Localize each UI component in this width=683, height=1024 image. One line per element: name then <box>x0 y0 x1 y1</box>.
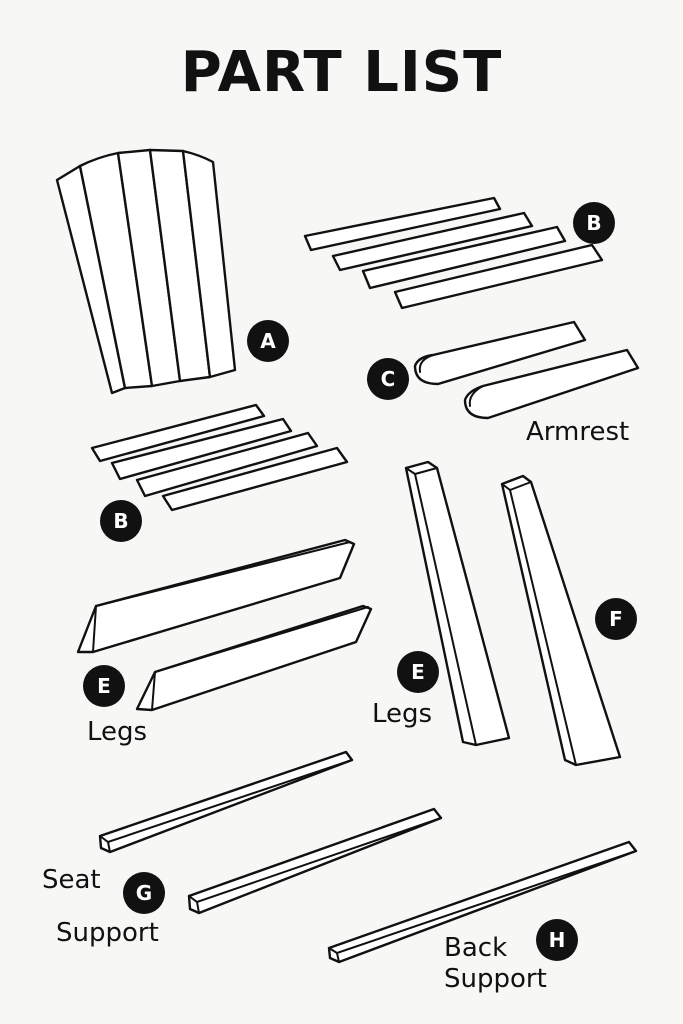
badge-e-left: E <box>83 665 125 707</box>
label-armrest: Armrest <box>526 417 630 447</box>
seat-slat <box>110 417 293 481</box>
svg-text:B: B <box>586 211 601 235</box>
back-support-bar <box>327 840 638 964</box>
page-title: PART LIST <box>180 40 503 105</box>
back-leg <box>500 474 622 767</box>
part-b-seat-slats-top <box>303 196 604 310</box>
svg-text:C: C <box>381 367 396 391</box>
badge-c: C <box>367 358 409 400</box>
seat-slat <box>303 196 502 252</box>
badge-g: G <box>123 872 165 914</box>
label-seat-support-line2: Support <box>56 918 159 948</box>
armrest-piece <box>413 320 587 386</box>
seat-slat <box>393 243 604 310</box>
label-seat-support-line1: Seat <box>42 865 101 895</box>
seat-slat <box>135 431 319 498</box>
part-e-leg-right <box>404 460 511 747</box>
seat-slat <box>361 225 567 290</box>
leg-board <box>135 604 373 712</box>
svg-text:A: A <box>260 329 276 353</box>
svg-text:B: B <box>113 509 128 533</box>
part-g-seat-supports <box>98 750 443 915</box>
part-e-legs-left <box>76 538 373 712</box>
svg-text:G: G <box>136 881 152 905</box>
svg-text:H: H <box>549 928 566 952</box>
part-c-armrests <box>413 320 640 420</box>
badge-a: A <box>247 320 289 362</box>
label-back-support-line1: Back <box>444 933 508 963</box>
badge-f: F <box>595 598 637 640</box>
part-b-seat-slats-bottom <box>90 403 349 512</box>
seat-slat <box>161 446 349 512</box>
seat-slat <box>331 211 534 272</box>
leg-board <box>76 538 356 654</box>
badge-e-right: E <box>397 651 439 693</box>
label-legs-right: Legs <box>372 699 433 729</box>
svg-text:E: E <box>411 660 425 684</box>
badge-b-top: B <box>573 202 615 244</box>
label-back-support-line2: Support <box>444 964 547 994</box>
svg-text:E: E <box>97 674 111 698</box>
tall-leg <box>404 460 511 747</box>
part-a-chair-back <box>55 148 237 395</box>
back-slat <box>181 149 237 379</box>
part-h-back-support <box>327 840 638 964</box>
svg-text:F: F <box>609 607 623 631</box>
badge-h: H <box>536 919 578 961</box>
part-f-back-leg <box>500 474 622 767</box>
badge-b-bottom: B <box>100 500 142 542</box>
label-legs-left: Legs <box>87 717 148 747</box>
seat-slat <box>90 403 266 463</box>
armrest-piece <box>463 348 640 420</box>
